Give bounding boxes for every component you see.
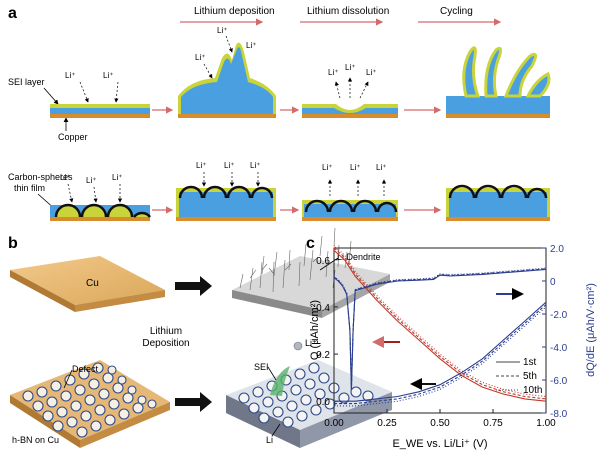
electrode-cycling — [446, 46, 551, 118]
li-ion-label: Li⁺ — [250, 161, 260, 170]
ion-arrow — [79, 81, 89, 103]
pointer-line — [43, 87, 59, 105]
copper-label: Copper — [58, 132, 88, 142]
y-right-tick-label: 2.0 — [550, 244, 564, 255]
electrode-deposition — [178, 42, 276, 118]
panel-b-label: b — [8, 235, 18, 252]
series-line-1-2 — [334, 306, 547, 407]
li-ion-label: Li⁺ — [112, 173, 122, 182]
series-line-1-0 — [334, 301, 547, 402]
li-ion-label: Li⁺ — [376, 163, 386, 172]
y-left-tick-label: 0.0 — [316, 397, 330, 408]
series-line-0-0 — [333, 249, 547, 402]
process-arrow — [175, 276, 212, 296]
y-right-tick-label: -2.0 — [550, 310, 568, 321]
panel-b: b Cu Li Dendrite Lithium Deposition — [8, 227, 392, 448]
y-left-tick-label: 0.2 — [316, 350, 330, 361]
electrode-carbon-cycling — [446, 184, 550, 221]
li-ion-label: Li⁺ — [350, 163, 360, 172]
series-line-1-1 — [334, 304, 547, 405]
cu-label: Cu — [86, 278, 99, 289]
y-axis-left-label: Q (μAh/cm²) — [309, 300, 321, 360]
dendrite-label: Li Dendrite — [337, 252, 381, 262]
li-ion-label: Li⁺ — [195, 53, 205, 62]
carbon-label: Carbon-spheres — [8, 172, 73, 182]
electrode-carbon-dissolution — [302, 199, 398, 221]
li-slab — [226, 341, 392, 448]
copper-row: SEI layer Copper Li⁺ Li⁺ Li⁺ Li⁺ Li⁺ — [8, 26, 551, 142]
li-ion-label: Li⁺ — [328, 68, 338, 77]
li-ion-label: Li⁺ — [246, 41, 256, 50]
legend: 1st 5th 10th — [496, 357, 542, 396]
deposition-label-2: Deposition — [142, 338, 189, 349]
process-arrow — [175, 392, 212, 412]
x-tick-label: 0.75 — [483, 418, 503, 429]
y-left-tick-label: 0.6 — [316, 256, 330, 267]
panel-a: a Lithium deposition Lithium dissolution… — [8, 5, 551, 221]
y-left-tick-label: 0.4 — [316, 303, 330, 314]
y-right-tick-label: -6.0 — [550, 376, 568, 387]
stage-deposition-label: Lithium deposition — [194, 6, 275, 17]
x-tick-label: 0.50 — [430, 418, 450, 429]
legend-item-5th: 5th — [523, 371, 537, 382]
legend-item-1st: 1st — [523, 357, 537, 368]
y-right-tick-label: -8.0 — [550, 409, 568, 420]
pointer-line — [267, 366, 277, 381]
panel-c-label: c — [306, 235, 315, 252]
li-ion-label: Li⁺ — [60, 173, 70, 182]
series-line-2-0 — [333, 268, 547, 390]
cu-substrate — [10, 256, 165, 312]
series-line-2-1 — [333, 268, 547, 390]
li-ion-label: Li⁺ — [217, 26, 227, 35]
ion-arrow — [93, 186, 98, 203]
li-ion-label: Li⁺ — [224, 161, 234, 170]
series-line-0-2 — [333, 245, 547, 398]
panel-c: c 0.00 0.25 0.50 0.75 1.00 0.0 0.2 0.4 0.6 2.0 0 -2… — [306, 235, 597, 450]
ion-arrow — [203, 63, 213, 79]
x-tick-label: 0.25 — [377, 418, 397, 429]
carbon-row: Carbon-spheres thin film Li⁺ Li⁺ Li⁺ — [8, 161, 550, 221]
electrode-flat — [50, 104, 150, 118]
hbn-label: h-BN on Cu — [12, 435, 59, 445]
li-ion-label: Li⁺ — [196, 161, 206, 170]
carbon-label-2: thin film — [14, 183, 45, 193]
sei-label: SEI layer — [8, 77, 45, 87]
deposition-label-1: Lithium — [150, 326, 182, 337]
ion-arrow — [225, 35, 233, 53]
y-right-tick-label: -4.0 — [550, 343, 568, 354]
electrode-carbon-flat — [50, 203, 151, 221]
x-axis-label: E_WE vs. Li/Li⁺ (V) — [392, 438, 487, 450]
panel-a-label: a — [8, 5, 17, 22]
ion-arrow — [359, 81, 369, 99]
li-ion-label: Li⁺ — [305, 338, 317, 348]
x-tick-label: 0.00 — [324, 418, 344, 429]
li-ion-label: Li⁺ — [103, 71, 113, 80]
li-label: Li — [266, 435, 273, 445]
pointer-line — [63, 369, 73, 389]
x-tick-label: 1.00 — [536, 418, 556, 429]
chart-plot: 0.00 0.25 0.50 0.75 1.00 0.0 0.2 0.4 0.6 2.0 0 -2.0… — [316, 244, 568, 429]
ion-arrow — [334, 81, 341, 99]
li-ion-label: Li⁺ — [65, 71, 75, 80]
legend-item-10th: 10th — [523, 385, 542, 396]
stage-dissolution-label: Lithium dissolution — [307, 6, 389, 17]
series-line-0-1 — [333, 247, 547, 400]
electrode-dissolution — [302, 104, 398, 118]
hbn-lattice — [22, 362, 157, 438]
y-right-tick-label: 0 — [550, 277, 556, 288]
li-ion-label: Li⁺ — [366, 68, 376, 77]
ion-arrow — [67, 183, 74, 203]
pointer-line — [271, 423, 281, 437]
li-ion-label: Li⁺ — [345, 63, 355, 72]
defect-label: Defect — [72, 364, 99, 374]
li-ion-label: Li⁺ — [322, 163, 332, 172]
ion-arrow — [114, 81, 119, 103]
li-ion-label: Li⁺ — [86, 176, 96, 185]
hbn-substrate — [10, 360, 170, 448]
electrode-carbon-deposition — [176, 185, 276, 221]
stage-cycling-label: Cycling — [440, 6, 473, 17]
y-axis-right-label: dQ/dE (μAh/V·cm²) — [585, 283, 597, 377]
sei-label: SEI — [254, 362, 269, 372]
